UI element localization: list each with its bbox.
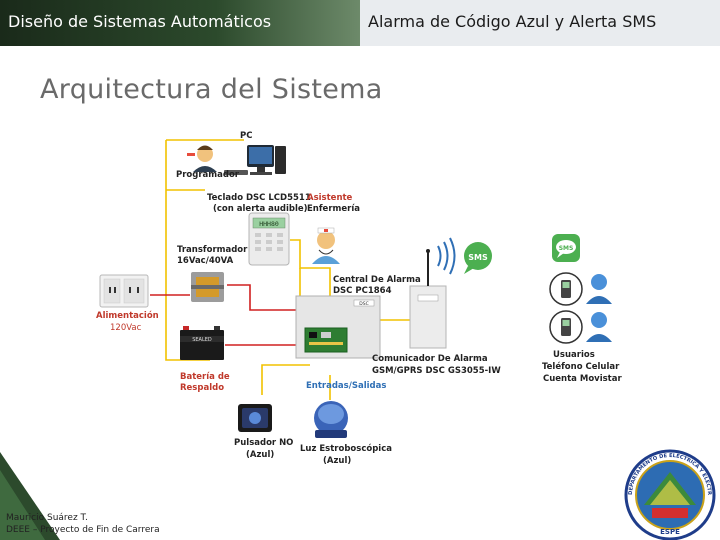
programmer-icon [187,145,217,172]
battery-icon: SEALED [180,326,224,360]
keypad-label-1: Teclado DSC LCD5511 [207,193,311,203]
pc-icon [224,145,286,175]
users-label: Usuarios [553,350,595,360]
signal-waves-icon [437,237,456,275]
sms-icon: SMS [464,242,492,274]
button-label-1: Pulsador NO [234,438,294,448]
communicator-label-2: GSM/GPRS DSC GS3055-IW [372,366,501,376]
strobe-label-2: (Azul) [323,456,352,466]
transformer-label-2: 16Vac/40VA [177,256,234,266]
sms-badge-text: SMS [468,253,488,262]
department-emblem: ESPE [624,449,716,540]
svg-text:DEPARTAMENTO DE ELÉCTRICA Y EL: DEPARTAMENTO DE ELÉCTRICA Y ELECTRÓNICA [0,0,712,495]
strobe-light-icon [314,401,348,438]
sms-app-icon: SMS [552,234,580,262]
project-title: Alarma de Código Azul y Alerta SMS [368,12,657,31]
emblem-ring-text: DEPARTAMENTO DE ELÉCTRICA Y ELECTRÓNICA [0,0,712,495]
button-link-line [261,364,310,395]
user-icon-2 [586,312,612,342]
strobe-label-1: Luz Estroboscópica [300,444,392,454]
battery-label-2: Respaldo [180,383,225,393]
pc-label: PC [240,131,253,141]
transformer-icon [191,272,224,302]
alarm-panel-icon: DSC [295,295,381,359]
emblem-bottom-text: ESPE [660,528,680,536]
header-right-bar: Alarma de Código Azul y Alerta SMS [360,0,720,46]
keypad-display-text: HHH80 [259,220,279,228]
author-name: Mauricio Suárez T. [6,513,88,523]
central-label-2: DSC PC1864 [333,286,392,296]
io-label: Entradas/Salidas [306,381,387,391]
sms-app-text: SMS [559,245,574,252]
user-icon-1 [586,274,612,304]
button-label-2: (Azul) [246,450,275,460]
push-button-icon [238,404,272,432]
transformer-link-line [227,284,300,311]
nurse-icon [312,227,340,264]
header-left-bar: Diseño de Sistemas Automáticos [0,0,360,46]
course-title: Diseño de Sistemas Automáticos [8,12,272,31]
power-outlet-icon [99,274,149,308]
communicator-label-1: Comunicador De Alarma [372,354,488,364]
account-label: Cuenta Movistar [543,374,622,384]
phone-icon-2 [549,310,583,344]
central-label-1: Central De Alarma [333,275,421,285]
phone-label: Teléfono Celular [542,362,620,372]
keypad-label-2: (con alerta audible) [213,204,308,214]
transformer-label-1: Transformador [177,245,248,255]
battery-label-1: Batería de [180,372,230,382]
panel-badge-text: DSC [359,301,368,307]
emblem-arc-text: DEPARTAMENTO DE ELÉCTRICA Y ELECTRÓNICA [0,0,712,495]
assistant-label-2: Enfermería [307,204,360,214]
phone-icon-1 [549,272,583,306]
keypad-icon: HHH80 [248,212,290,266]
assistant-label-1: Asistente [307,193,353,203]
battery-brand-text: SEALED [192,337,212,343]
slide-title: Arquitectura del Sistema [40,74,383,105]
power-voltage-label: 120Vac [110,323,142,333]
project-name: DEEE – Proyecto de Fin de Carrera [6,525,160,535]
power-label: Alimentación [96,311,159,321]
programmer-label: Programador [176,170,239,180]
corner-decoration [0,452,60,540]
footer: Mauricio Suárez T. DEEE – Proyecto de Fi… [6,512,160,536]
communicator-icon [409,249,447,349]
